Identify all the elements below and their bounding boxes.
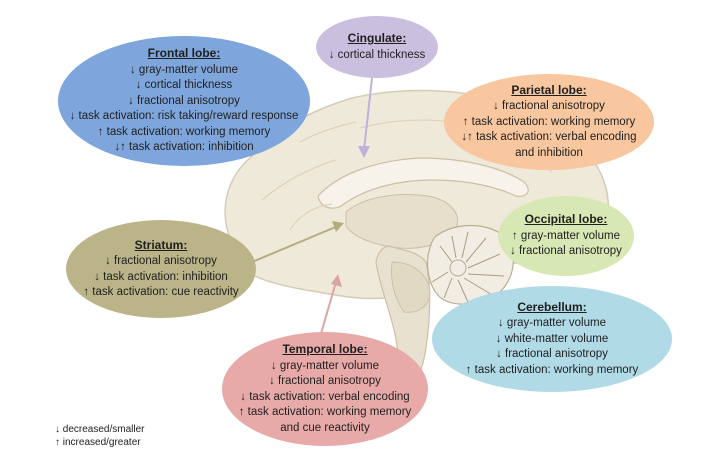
occipital-lobe-title: Occipital lobe: [524,212,608,227]
parietal-line-4: and inhibition [515,146,583,159]
frontal-line-2: ↓ cortical thickness [135,79,233,92]
legend-decreased: ↓ decreased/smaller [55,424,145,435]
temporal-line-1: ↓ gray-matter volume [270,359,379,372]
striatum-arrowhead [332,221,344,232]
parietal-line-3: ↓↑ task activation: verbal encoding [461,131,637,144]
cingulate-title: Cingulate: [347,31,407,45]
cerebellum-line-2: ↓ white-matter volume [495,332,609,345]
temporal-line-5: and cue reactivity [280,421,370,434]
striatum-line-1: ↓ fractional anisotropy [105,255,217,267]
frontal-lobe-title: Frontal lobe: [147,46,221,61]
corpus-callosum-shape [317,157,529,209]
pons-shape [391,261,431,313]
legend-increased: ↑ increased/greater [55,437,141,448]
striatum-arrow [251,225,339,263]
frontal-lobe-bubble: Frontal lobe: ↓ gray-matter volume ↓ cor… [58,36,310,166]
parietal-lobe-title: Parietal lobe: [511,82,587,97]
cerebellum-line-4: ↑ task activation: working memory [465,363,639,376]
parietal-line-2: ↑ task activation: working memory [462,115,636,128]
temporal-lobe-title: Temporal lobe: [282,342,368,356]
cingulate-arrowhead [358,146,370,158]
legend: ↓ decreased/smaller ↑ increased/greater [55,423,144,449]
temporal-lobe-bubble: Temporal lobe: ↓ gray-matter volume ↓ fr… [222,332,428,446]
cingulate-arrow [363,77,373,151]
parietal-line-1: ↓ fractional anisotropy [493,100,605,113]
frontal-line-6: ↓↑ task activation: inhibition [114,141,254,154]
cerebellum-line-3: ↓ fractional anisotropy [496,348,608,361]
striatum-line-2: ↓ task activation: inhibition [94,270,228,283]
frontal-line-1: ↓ gray-matter volume [129,63,238,76]
temporal-line-3: ↓ task activation: verbal encoding [240,390,410,403]
occipital-line-1: ↑ gray-matter volume [511,229,620,242]
cerebellum-bubble: Cerebellum: ↓ gray-matter volume ↓ white… [432,286,672,392]
cerebellum-title: Cerebellum: [517,299,587,314]
cerebellum-line-1: ↓ gray-matter volume [497,317,606,330]
striatum-bubble: Striatum: ↓ fractional anisotropy ↓ task… [66,220,256,318]
temporal-line-2: ↓ fractional anisotropy [269,375,381,387]
occipital-line-2: ↓ fractional anisotropy [510,245,622,258]
striatum-title: Striatum: [134,237,188,252]
frontal-line-4: ↓ task activation: risk taking/reward re… [69,110,299,123]
frontal-line-5: ↑ task activation: working memory [97,125,271,138]
temporal-arrowhead [331,274,342,287]
parietal-lobe-bubble: Parietal lobe: ↓ fractional anisotropy ↑… [444,74,654,170]
cingulate-line-1: ↓ cortical thickness [328,48,426,61]
frontal-line-3: ↓ fractional anisotropy [128,94,240,107]
striatum-line-3: ↑ task activation: cue reactivity [83,286,239,298]
temporal-line-4: ↑ task activation: working memory [238,406,412,418]
cingulate-bubble: Cingulate: ↓ cortical thickness [316,16,438,78]
occipital-lobe-bubble: Occipital lobe: ↑ gray-matter volume ↓ f… [498,196,634,276]
